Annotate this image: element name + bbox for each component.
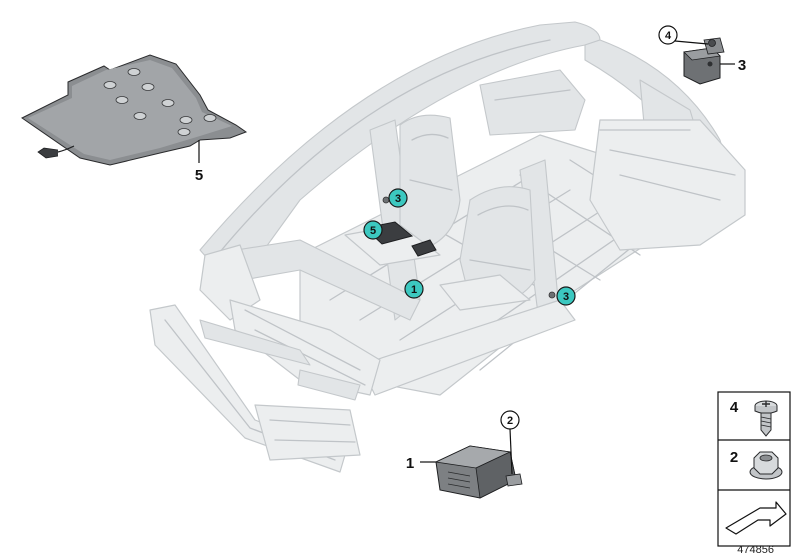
reference-number: 474856: [737, 544, 774, 556]
flange-nut-icon: [749, 451, 783, 480]
car-body-shell: [149, 21, 746, 473]
direction-arrow-icon: [725, 501, 787, 535]
screw-icon: [754, 400, 778, 437]
callout-3-top-text: 3: [395, 193, 401, 205]
part-2-callout: 2: [500, 410, 520, 475]
part-label-1: 1: [406, 455, 414, 472]
legend-label-4: 4: [730, 399, 739, 416]
callout-1: 1: [404, 279, 424, 299]
part-3-crash-sensor: 3: [683, 37, 746, 85]
part-label-4: 4: [665, 30, 672, 42]
part-label-5: 5: [195, 167, 203, 184]
callout-3-top: 3: [388, 188, 408, 208]
part-label-3: 3: [738, 57, 746, 74]
part-1-control-module: 1: [406, 445, 523, 499]
callout-5-text: 5: [370, 225, 376, 237]
callout-5: 5: [363, 220, 383, 240]
callout-3-right-text: 3: [563, 291, 569, 303]
part-4-callout: 4: [658, 25, 709, 45]
callout-3-right: 3: [556, 286, 576, 306]
sensor-upper-marker: [382, 196, 390, 204]
part-label-2: 2: [507, 415, 513, 427]
part-5-seat-occupancy-mat: 5: [21, 54, 248, 184]
legend-label-2: 2: [730, 449, 738, 466]
sensor-mount-marker: [548, 291, 556, 299]
hardware-legend: 4 2: [717, 391, 791, 547]
callout-1-text: 1: [411, 284, 417, 296]
control-unit-in-car: [411, 239, 437, 257]
